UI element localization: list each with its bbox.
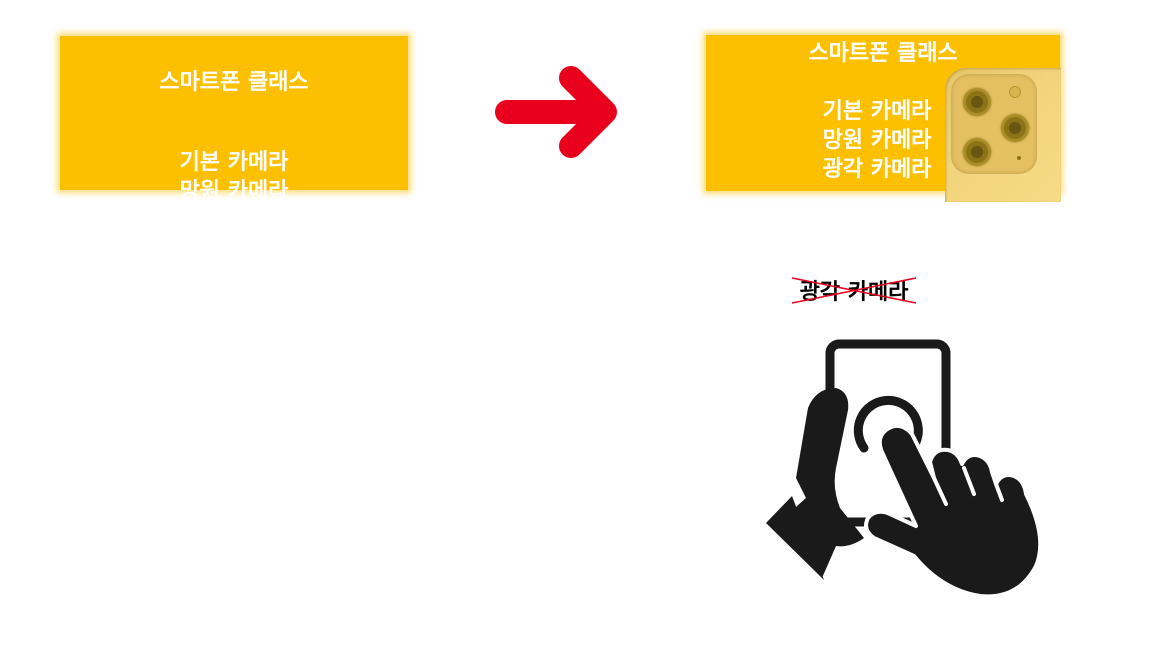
phone-camera-image — [945, 68, 1061, 202]
hand-touch-phone-icon — [766, 338, 1046, 603]
class-title: 스마트폰 클래스 — [706, 39, 1060, 68]
camera-item-telephoto: 망원 카메라 — [802, 126, 952, 155]
right-arrow-icon — [495, 66, 621, 158]
camera-lens-icon — [963, 88, 991, 116]
camera-lens-icon — [963, 138, 991, 166]
strike-x-icon — [789, 272, 919, 308]
smartphone-class-box-before: 스마트폰 클래스 기본 카메라 망원 카메라 — [60, 36, 408, 190]
camera-list: 기본 카메라 망원 카메라 광각 카메라 — [802, 97, 952, 184]
camera-list: 기본 카메라 망원 카메라 — [60, 148, 408, 206]
flash-icon — [1009, 86, 1021, 98]
camera-module — [951, 74, 1037, 174]
camera-lens-icon — [1001, 114, 1029, 142]
camera-item-basic: 기본 카메라 — [60, 148, 408, 177]
camera-item-basic: 기본 카메라 — [802, 97, 952, 126]
crossed-out-wide-camera: 광각 카메라 — [789, 272, 919, 308]
camera-item-wide: 광각 카메라 — [802, 155, 952, 184]
microphone-dot — [1017, 156, 1021, 160]
camera-item-telephoto: 망원 카메라 — [60, 177, 408, 206]
class-title: 스마트폰 클래스 — [60, 68, 408, 97]
